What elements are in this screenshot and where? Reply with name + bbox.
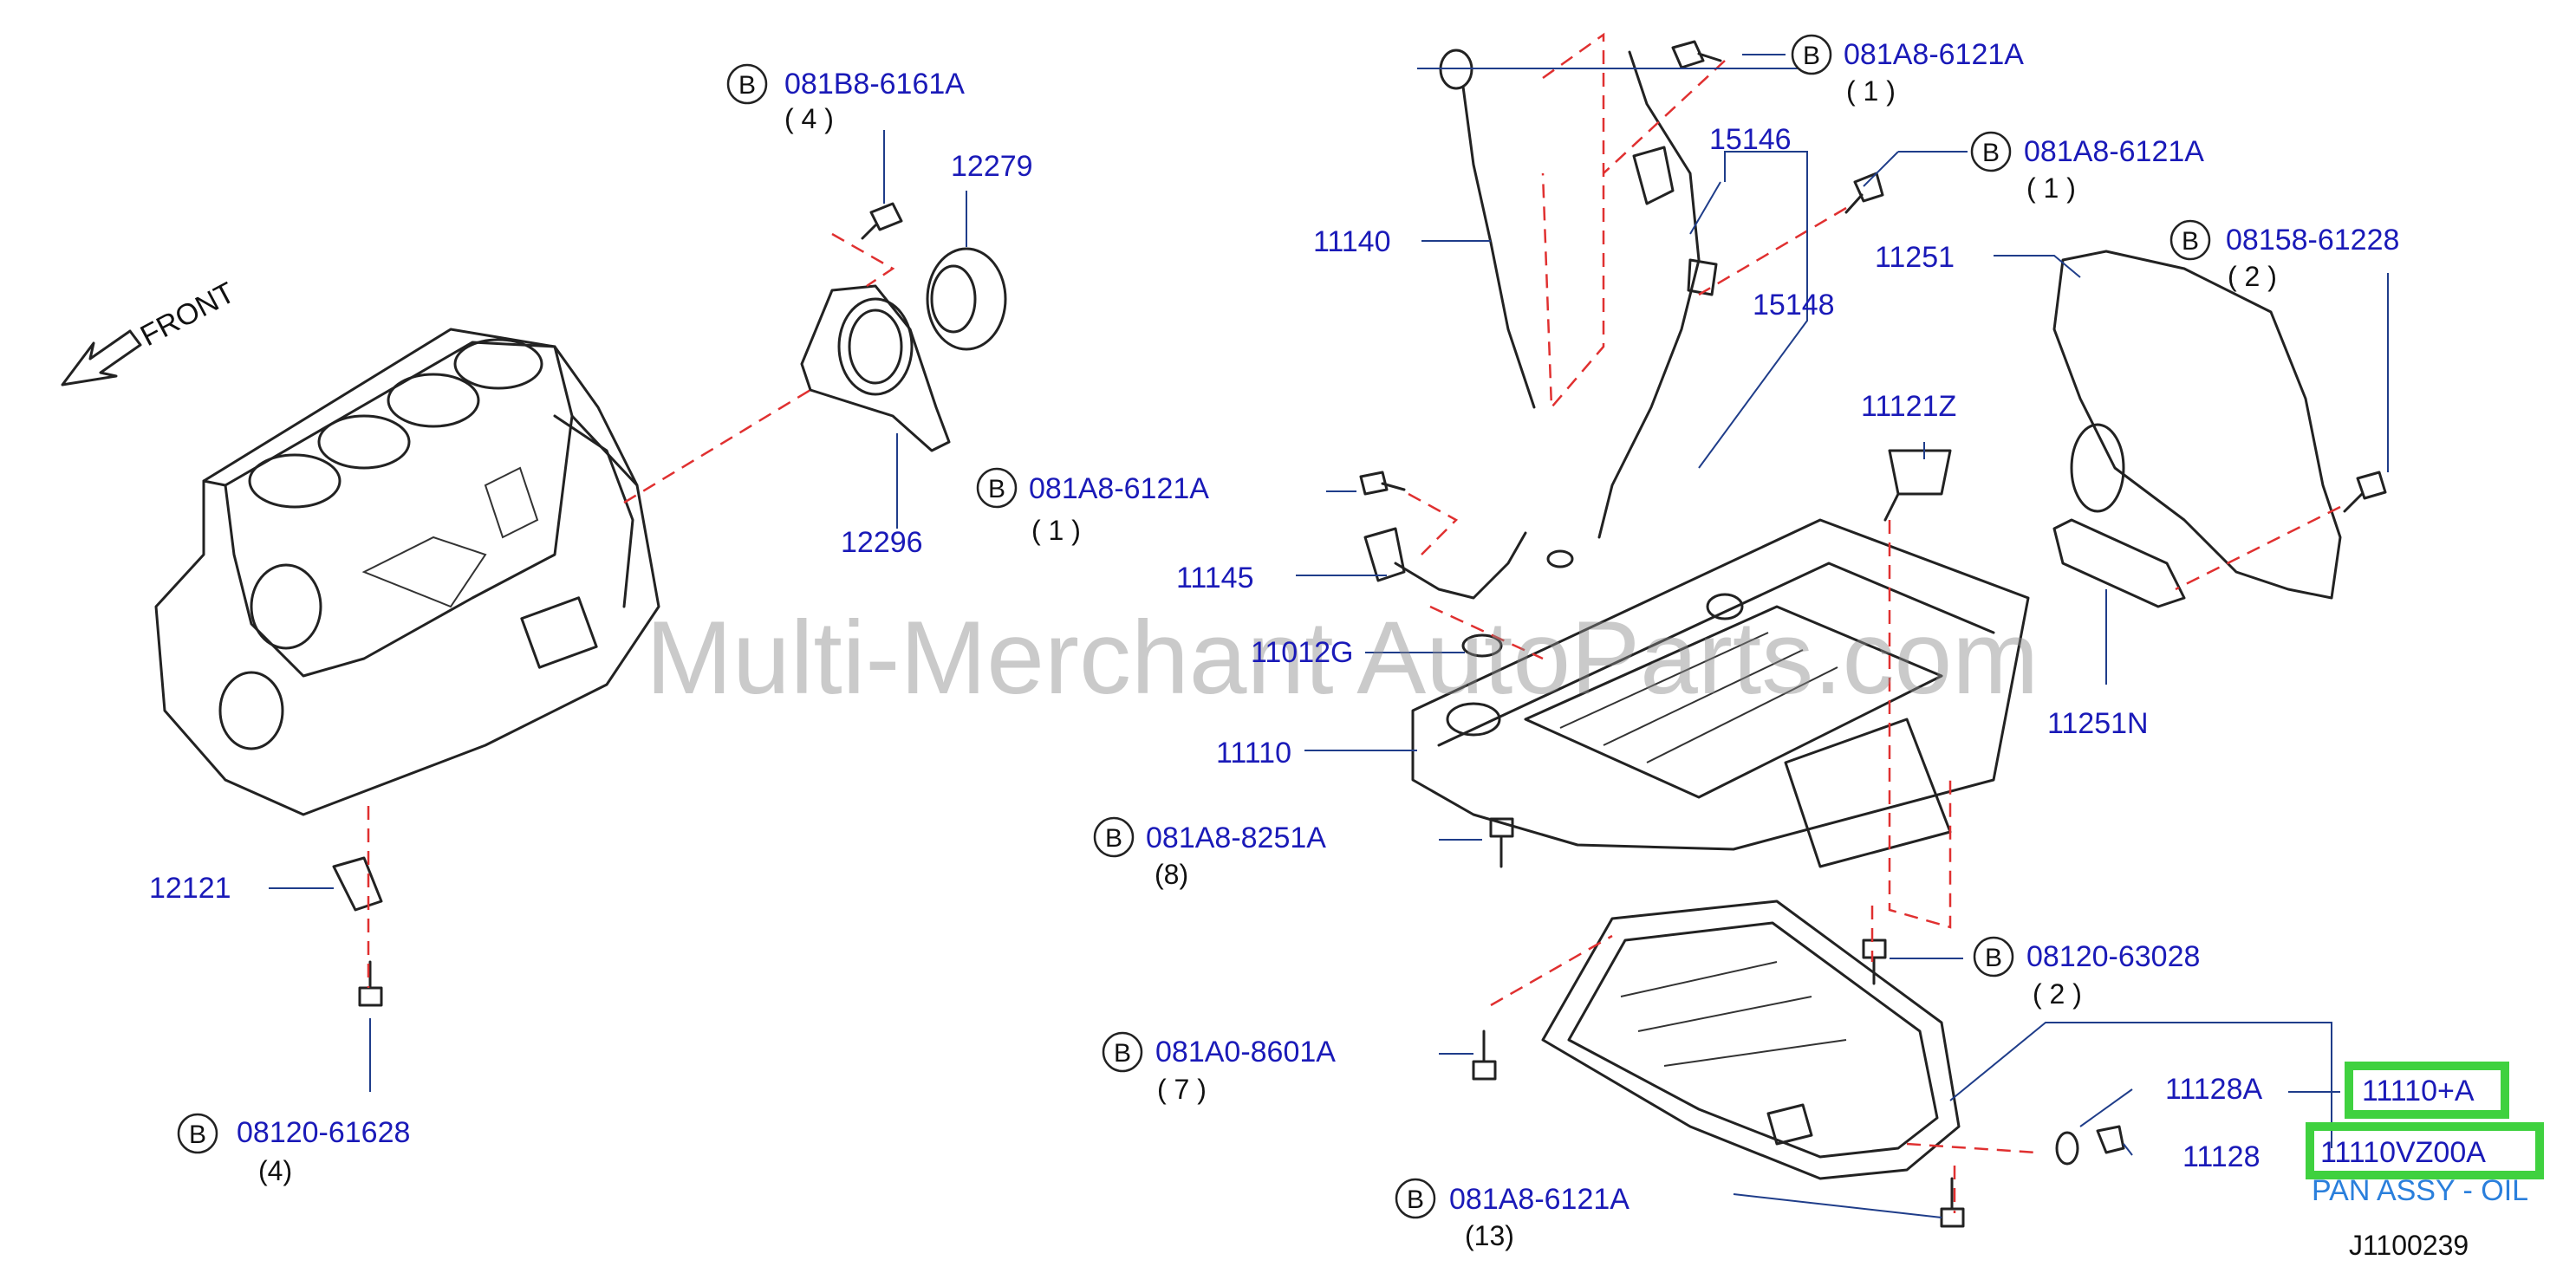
leader-lines	[269, 54, 2389, 1218]
plate-cover-illustration	[2052, 518, 2186, 608]
part-label-11251[interactable]: 11251	[1875, 241, 1955, 274]
part-number-label[interactable]: 081A8-6121A	[1844, 38, 2024, 71]
b-badge-letter: B	[189, 1120, 206, 1149]
quantity-label: ( 2 )	[2033, 978, 2082, 1010]
callout-081b8-6161a[interactable]: B 081B8-6161A ( 4 )	[726, 63, 965, 134]
front-arrow-icon	[61, 329, 142, 386]
b-badge	[177, 1113, 218, 1154]
sealant-tube-illustration	[1883, 449, 1952, 522]
rear-plate-illustration	[2052, 250, 2342, 600]
dipstick-illustration	[1439, 49, 1536, 409]
drain-plug-illustration	[2055, 1125, 2125, 1166]
b-badge-letter: B	[738, 71, 756, 100]
part-number-label[interactable]: 08120-63028	[2026, 940, 2200, 973]
part-number-label[interactable]: 081B8-6161A	[784, 68, 965, 101]
bracket-illustration	[332, 856, 383, 912]
callout-081a8-6121a-lower[interactable]: B 081A8-6121A (13)	[1395, 1178, 1630, 1251]
bolt-icon	[1671, 40, 1722, 69]
b-badge-letter: B	[1803, 42, 1820, 70]
oil-level-sensor-illustration	[1363, 527, 1527, 600]
part-label-15148[interactable]: 15148	[1753, 289, 1835, 322]
part-label-11110[interactable]: 11110	[1216, 737, 1291, 770]
part-number-label[interactable]: 081A8-6121A	[2024, 135, 2204, 168]
callout-081a8-8251a[interactable]: B 081A8-8251A (8)	[1093, 816, 1326, 890]
bolt-icon	[1862, 939, 1887, 985]
part-label-11012g[interactable]: 11012G	[1251, 636, 1353, 669]
part-number-label[interactable]: 081A8-6121A	[1029, 472, 1209, 505]
b-badge	[1973, 936, 2014, 977]
part-label-11140[interactable]: 11140	[1313, 225, 1391, 258]
oil-seal-illustration	[926, 247, 1007, 351]
b-badge	[726, 63, 768, 105]
part-number-label[interactable]: 08120-61628	[237, 1116, 410, 1149]
highlight-box-selected	[2306, 1122, 2544, 1179]
part-label-12296[interactable]: 12296	[841, 526, 923, 559]
quantity-label: (4)	[258, 1155, 292, 1186]
assembly-dashed-lines	[367, 32, 2341, 1213]
b-badge	[1102, 1031, 1143, 1073]
oil-pan-lower-illustration	[1541, 900, 1961, 1180]
o-ring-illustration	[1461, 549, 1574, 658]
part-label-11121z[interactable]: 11121Z	[1861, 390, 1956, 423]
watermark-text: Multi-Merchant AutoParts.com	[646, 600, 2039, 716]
part-label-12279[interactable]: 12279	[951, 150, 1033, 183]
b-badge-letter: B	[1407, 1185, 1424, 1214]
part-label-12121[interactable]: 12121	[149, 872, 231, 905]
seal-retainer-illustration	[800, 284, 951, 452]
quantity-label: ( 1 )	[2026, 172, 2076, 204]
part-number-label[interactable]: 081A0-8601A	[1155, 1036, 1336, 1068]
quantity-label: (13)	[1465, 1220, 1514, 1251]
part-description: PAN ASSY - OIL	[2312, 1174, 2528, 1207]
highlighted-part-primary[interactable]: 11110+A	[2362, 1075, 2475, 1107]
callout-08120-63028[interactable]: B 08120-63028 ( 2 )	[1973, 936, 2200, 1010]
part-label-11145[interactable]: 11145	[1176, 562, 1254, 594]
b-badge-letter: B	[1982, 139, 2000, 167]
front-label: FRONT	[135, 276, 240, 354]
callout-081a8-6121a-top[interactable]: B 081A8-6121A ( 1 )	[1791, 34, 2024, 107]
bolt-icon	[1940, 1177, 1965, 1228]
diagram-id: J1100239	[2349, 1230, 2469, 1261]
bolt-icon	[358, 960, 383, 1007]
highlighted-part-selected[interactable]: 11110VZ00A	[2320, 1136, 2486, 1169]
part-number-label[interactable]: 081A8-6121A	[1449, 1183, 1630, 1216]
b-badge	[2169, 219, 2211, 261]
part-label-11128a[interactable]: 11128A	[2165, 1073, 2262, 1106]
quantity-label: ( 4 )	[784, 103, 834, 134]
b-badge	[1970, 131, 2012, 172]
part-label-11251n[interactable]: 11251N	[2047, 707, 2149, 740]
callout-081a8-6121a-sensor[interactable]: B 081A8-6121A ( 1 )	[976, 467, 1209, 546]
part-label-11128[interactable]: 11128	[2182, 1140, 2261, 1173]
bolt-icon	[1844, 172, 1884, 214]
quantity-label: (8)	[1155, 859, 1188, 890]
dipstick-guide-illustration	[1597, 50, 1718, 539]
bolt-icon	[2343, 471, 2387, 513]
bolt-icon	[861, 202, 903, 240]
quantity-label: ( 1 )	[1031, 515, 1081, 546]
quantity-label: ( 1 )	[1846, 75, 1896, 107]
b-badge	[1395, 1178, 1436, 1219]
part-number-label[interactable]: 081A8-8251A	[1146, 822, 1326, 854]
callout-08158-61228[interactable]: B 08158-61228 ( 2 )	[2169, 219, 2399, 292]
b-badge-letter: B	[1985, 944, 2002, 972]
b-badge	[1093, 816, 1135, 858]
callout-08120-61628[interactable]: B 08120-61628 (4)	[177, 1113, 410, 1186]
callout-081a0-8601a[interactable]: B 081A0-8601A ( 7 )	[1102, 1031, 1336, 1105]
part-number-label[interactable]: 08158-61228	[2226, 224, 2399, 257]
b-badge	[976, 467, 1018, 509]
callout-081a8-6121a-second[interactable]: B 081A8-6121A ( 1 )	[1970, 131, 2204, 204]
quantity-label: ( 7 )	[1157, 1074, 1207, 1105]
b-badge-letter: B	[988, 475, 1005, 503]
b-badge-letter: B	[2182, 227, 2199, 256]
highlight-box-primary	[2345, 1062, 2509, 1119]
b-badge-letter: B	[1105, 824, 1122, 853]
bolt-icon	[1472, 1029, 1497, 1081]
b-badge-letter: B	[1114, 1039, 1131, 1068]
cylinder-block-illustration	[154, 328, 660, 816]
bolt-icon	[1489, 817, 1514, 868]
bolt-icon	[1359, 471, 1406, 496]
part-label-15146[interactable]: 15146	[1709, 123, 1792, 156]
b-badge	[1791, 34, 1832, 75]
quantity-label: ( 2 )	[2228, 261, 2277, 292]
